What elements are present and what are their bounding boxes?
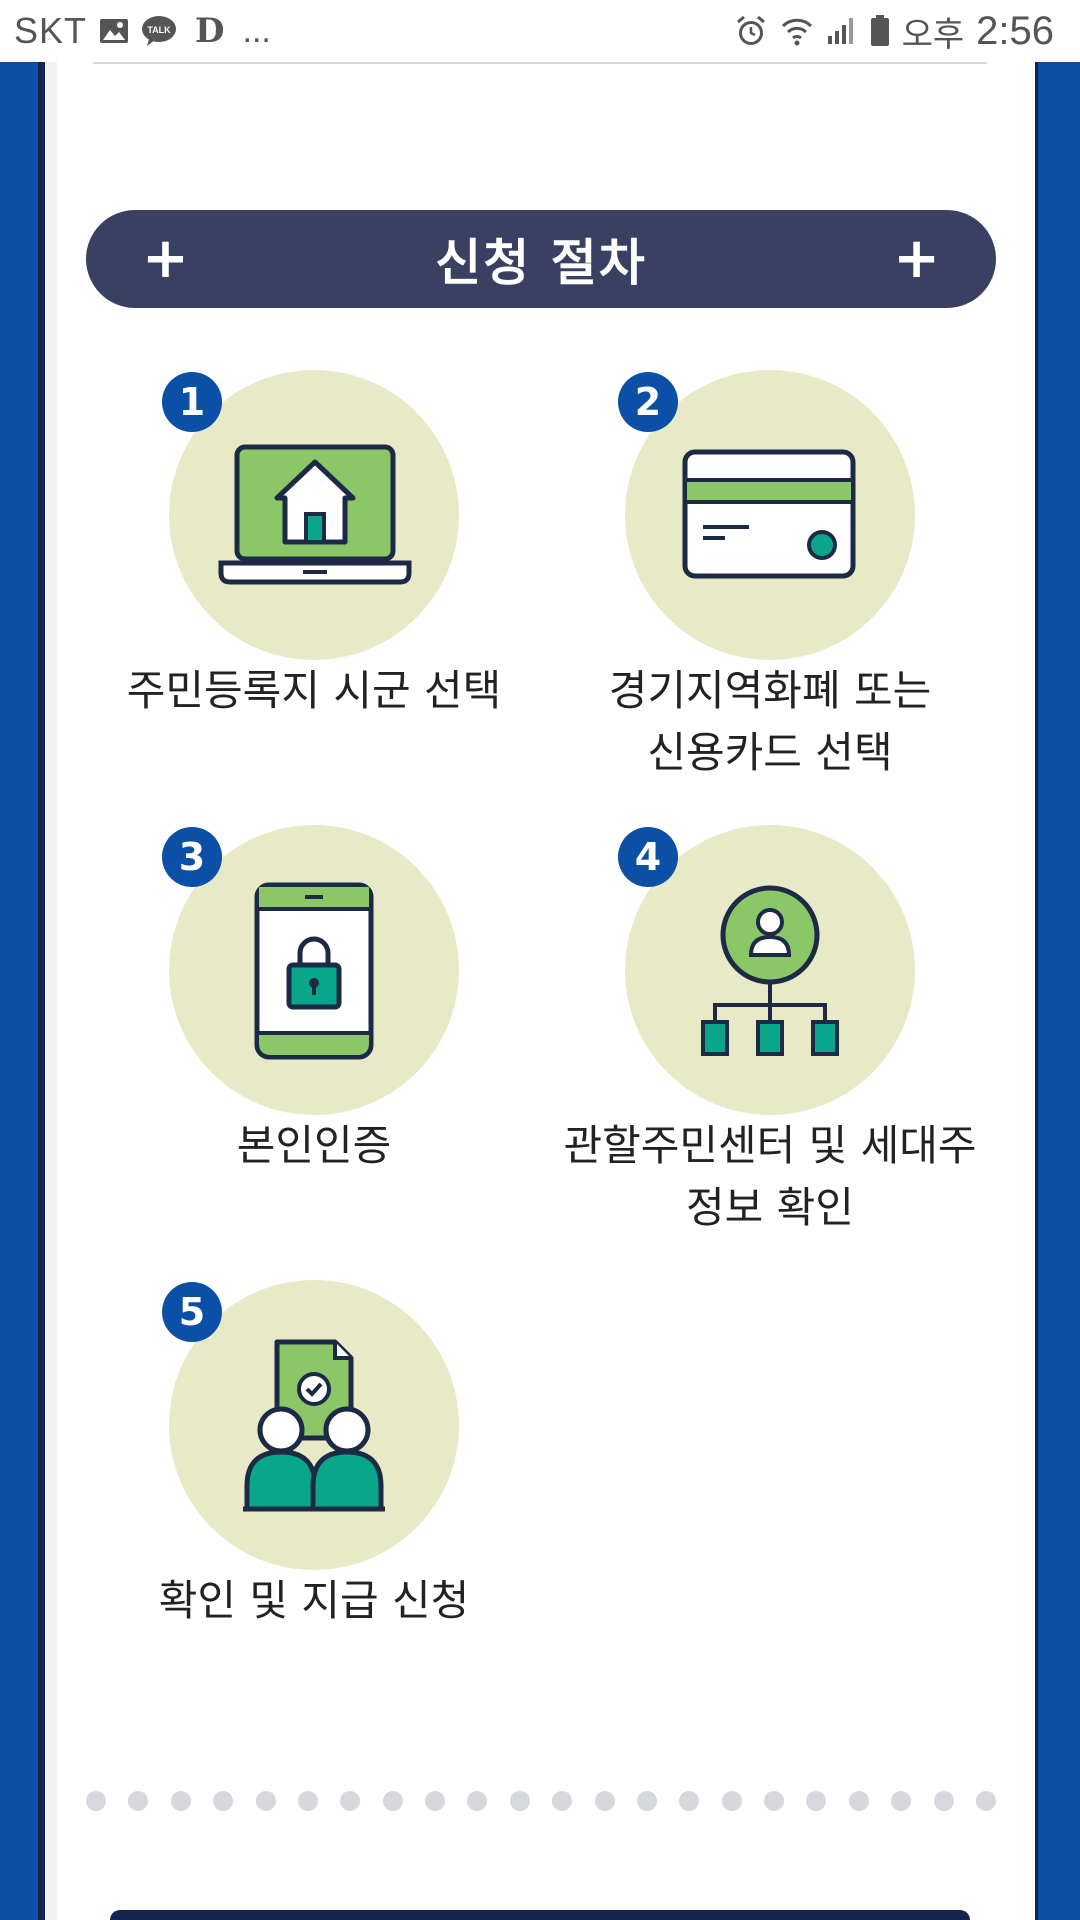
plus-icon: + <box>142 226 189 291</box>
status-bar: SKT TALK D ... 오후 2:56 <box>0 0 1080 62</box>
pagination-dot[interactable] <box>213 1791 234 1811</box>
step-label: 경기지역화폐 또는 신용카드 선택 <box>560 660 980 784</box>
step-label: 확인 및 지급 신청 <box>104 1570 524 1632</box>
signal-icon <box>826 16 858 46</box>
step-number-badge: 5 <box>162 1282 222 1342</box>
d-notification-icon: D <box>195 11 225 51</box>
pagination-dot[interactable] <box>806 1791 827 1811</box>
wifi-icon <box>780 14 814 48</box>
step-number-badge: 4 <box>618 827 678 887</box>
phone-lock-icon <box>254 882 374 1060</box>
alarm-icon <box>734 14 768 48</box>
step-label-line: 경기지역화폐 또는 <box>608 666 932 715</box>
pagination-dot[interactable] <box>467 1791 488 1811</box>
step-2: 2 경기지역화폐 또는 신용카드 선택 <box>560 370 980 790</box>
pagination-dot[interactable] <box>848 1791 869 1811</box>
step-label-line: 신용카드 선택 <box>647 728 893 777</box>
people-document-icon <box>243 1339 385 1512</box>
carrier-label: SKT <box>14 10 88 51</box>
step-label-line: 주민등록지 시군 선택 <box>126 666 502 715</box>
step-label-line: 본인인증 <box>236 1121 392 1170</box>
step-label-line: 확인 및 지급 신청 <box>158 1576 470 1625</box>
pagination-dot[interactable] <box>679 1791 700 1811</box>
step-4: 4 관할주민센터 및 세대주 정보 확인 <box>560 825 980 1245</box>
section-banner: + 신청 절차 + <box>86 210 996 308</box>
pagination-dot[interactable] <box>340 1791 361 1811</box>
laptop-home-icon <box>218 444 412 585</box>
step-number-badge: 2 <box>618 372 678 432</box>
pagination-dot[interactable] <box>170 1791 191 1811</box>
pagination-dot[interactable] <box>509 1791 530 1811</box>
pagination-dot[interactable] <box>255 1791 276 1811</box>
pagination-dot[interactable] <box>975 1791 996 1811</box>
pagination-dot[interactable] <box>636 1791 657 1811</box>
divider <box>93 62 987 64</box>
step-label-line: 관할주민센터 및 세대주 <box>563 1121 977 1170</box>
pagination-dot[interactable] <box>891 1791 912 1811</box>
step-1: 1 주민등록지 시군 선택 <box>104 370 524 790</box>
pagination-dot[interactable] <box>552 1791 573 1811</box>
step-label-line: 정보 확인 <box>686 1183 854 1232</box>
more-notifications: ... <box>242 11 271 50</box>
step-label: 관할주민센터 및 세대주 정보 확인 <box>560 1115 980 1239</box>
plus-icon: + <box>893 226 940 291</box>
pagination-dot[interactable] <box>86 1791 106 1811</box>
pagination-dot[interactable] <box>425 1791 445 1811</box>
image-icon <box>99 17 129 45</box>
step-5: 5 확인 및 지급 신청 <box>104 1280 524 1700</box>
pagination-dot[interactable] <box>128 1791 149 1811</box>
status-bar-right: 오후 2:56 <box>734 7 1054 56</box>
talk-icon-label: TALK <box>147 25 171 35</box>
talk-icon: TALK <box>141 15 177 47</box>
pagination-dot[interactable] <box>297 1791 318 1811</box>
credit-card-icon <box>682 449 856 579</box>
pagination-dot[interactable] <box>764 1791 784 1811</box>
step-3: 3 본인인증 <box>104 825 524 1245</box>
step-number-badge: 1 <box>162 372 222 432</box>
user-network-icon <box>701 885 839 1056</box>
next-section-edge <box>110 1910 970 1920</box>
pagination-dot[interactable] <box>594 1791 615 1811</box>
pagination-dot[interactable] <box>933 1791 954 1811</box>
ampm-label: 오후 <box>901 15 965 54</box>
status-bar-left: SKT TALK D ... <box>14 10 271 52</box>
pagination-dot[interactable] <box>721 1791 742 1811</box>
step-label: 주민등록지 시군 선택 <box>104 660 524 722</box>
pagination-dots[interactable] <box>86 1791 996 1815</box>
pagination-dot[interactable] <box>382 1791 403 1811</box>
battery-icon <box>870 15 890 47</box>
step-label: 본인인증 <box>104 1115 524 1177</box>
clock-time: 2:56 <box>976 8 1054 53</box>
step-number-badge: 3 <box>162 827 222 887</box>
section-title: 신청 절차 <box>435 234 647 292</box>
